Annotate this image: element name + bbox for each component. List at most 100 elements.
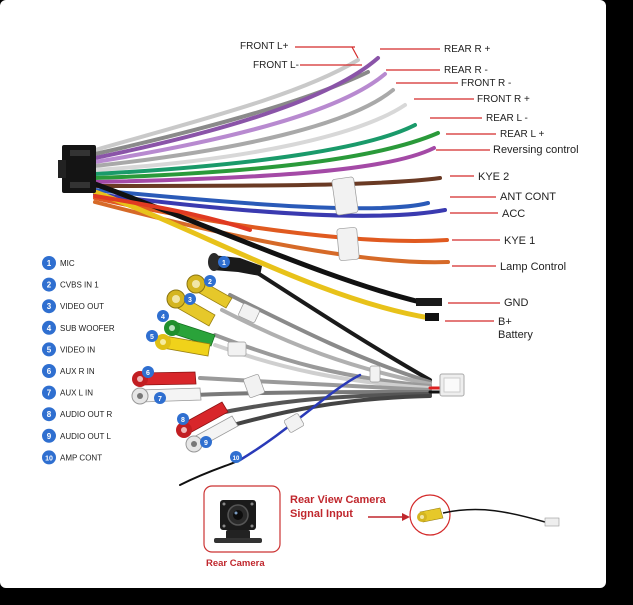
label-front-r-minus: FRONT R -: [461, 78, 511, 89]
camera-section: Rear Camera Rear View Camera Signal Inpu…: [203, 485, 560, 569]
rca-plug-3: [166, 289, 216, 327]
legend-number: 1: [47, 259, 52, 268]
rca-plugs: [131, 274, 239, 453]
legend-badge: [42, 342, 56, 357]
badge-9: 9: [204, 440, 208, 447]
label-front-l-plus: FRONT L+: [240, 41, 289, 52]
legend-label: AUX R IN: [60, 367, 95, 376]
badge-4: 4: [161, 314, 165, 321]
legend-number: 2: [47, 281, 52, 290]
legend-badge: [42, 256, 56, 270]
badge-5: 5: [150, 334, 154, 341]
camera-title-line1: Rear View Camera: [290, 494, 387, 506]
label-gnd: GND: [504, 297, 529, 309]
wire-front-l-plus: [93, 58, 360, 152]
label-b-plus: B+: [498, 316, 512, 328]
legend-label: AUDIO OUT L: [60, 432, 112, 441]
legend-badge: [42, 428, 56, 443]
legend-number: 3: [47, 302, 52, 311]
rca-harness-wires: [179, 263, 447, 486]
legend-item: 4 SUB WOOFER: [42, 320, 115, 335]
camera-plug-connector: [544, 517, 560, 527]
rca-plug-4: [164, 320, 216, 347]
legend-item: 9 AUDIO OUT L: [42, 428, 112, 443]
label-front-r-plus: FRONT R +: [477, 94, 530, 105]
legend-item: 1 MIC: [42, 256, 75, 270]
label-rear-r-plus: REAR R +: [444, 44, 491, 55]
label-rear-l-plus: REAR L +: [500, 129, 545, 140]
harness-tags: [331, 176, 360, 261]
label-rear-r-minus: REAR R -: [444, 65, 488, 76]
wire-tips: [416, 298, 442, 321]
badge-6: 6: [146, 370, 150, 377]
amp-cont-wire: [238, 373, 362, 462]
wire-red-short: [93, 194, 252, 232]
badge-3: 3: [188, 297, 192, 304]
legend-label: VIDEO IN: [60, 345, 95, 354]
legend-number: 5: [47, 345, 52, 354]
wire-gnd: [92, 181, 423, 305]
wire-rear-r-plus: [93, 56, 380, 160]
legend-item: 5 VIDEO IN: [42, 342, 95, 357]
legend-item: 3 VIDEO OUT: [42, 299, 104, 314]
wire-rear-l-minus: [93, 123, 417, 176]
legend-label: MIC: [60, 259, 75, 268]
rca-harness-tags: [227, 303, 381, 433]
legend-number: 9: [47, 432, 52, 441]
legend-badge: [42, 320, 56, 335]
rca-plug-2: [186, 274, 233, 309]
main-harness-wires: [92, 56, 450, 321]
badge-1: 1: [222, 260, 226, 267]
wire-front-r-minus: [93, 88, 395, 168]
legend-label: VIDEO OUT: [60, 302, 104, 311]
mic-cable: [243, 263, 432, 382]
badge-7: 7: [158, 396, 162, 403]
label-leaders: [295, 46, 500, 322]
legend-label: CVBS IN 1: [60, 281, 99, 290]
legend-label: AUX L IN: [60, 389, 93, 398]
legend-label: SUB WOOFER: [60, 324, 115, 333]
wire-ant-cont: [93, 188, 430, 211]
wire-rear-l-plus: [93, 131, 440, 180]
legend-item: 2 CVBS IN 1: [42, 277, 99, 292]
label-lamp-control: Lamp Control: [500, 261, 566, 273]
bplus-terminal: [425, 313, 439, 321]
camera-icon: [214, 500, 262, 543]
label-front-l-minus: FRONT L-: [253, 60, 299, 71]
legend-number: 10: [45, 455, 53, 462]
gnd-terminal: [416, 298, 442, 306]
badge-8: 8: [181, 417, 185, 424]
wire-kye1: [93, 196, 449, 243]
label-kye2: KYE 2: [478, 171, 509, 183]
legend-badge: [42, 277, 56, 292]
wire-rear-r-minus: [93, 72, 387, 164]
legend-badge: [42, 450, 56, 465]
legend-badge: [42, 407, 56, 422]
wire-acc: [93, 192, 447, 218]
label-ant-cont: ANT CONT: [500, 191, 556, 203]
legend-badge: [42, 299, 56, 314]
rca-plug-6: [132, 371, 197, 387]
label-rear-l-minus: REAR L -: [486, 113, 528, 124]
badge-2: 2: [208, 279, 212, 286]
legend-number: 4: [47, 324, 52, 333]
wire-b-plus: [92, 189, 433, 321]
legend-item: 10 AMP CONT: [42, 450, 102, 465]
label-kye1: KYE 1: [504, 235, 535, 247]
arrow-right-icon: [368, 513, 410, 521]
rca-plug-8: [176, 401, 229, 438]
wire-front-r-plus: [93, 103, 407, 172]
camera-caption: Rear Camera: [206, 558, 265, 569]
rca-plug-5: [155, 334, 211, 357]
camera-rca-plug-icon: [417, 507, 444, 523]
legend-label: AMP CONT: [60, 453, 102, 462]
label-reversing-control: Reversing control: [493, 144, 579, 156]
legend-label: AUDIO OUT R: [60, 410, 113, 419]
legend-badge: [42, 364, 56, 378]
wire-reversing: [93, 146, 436, 184]
